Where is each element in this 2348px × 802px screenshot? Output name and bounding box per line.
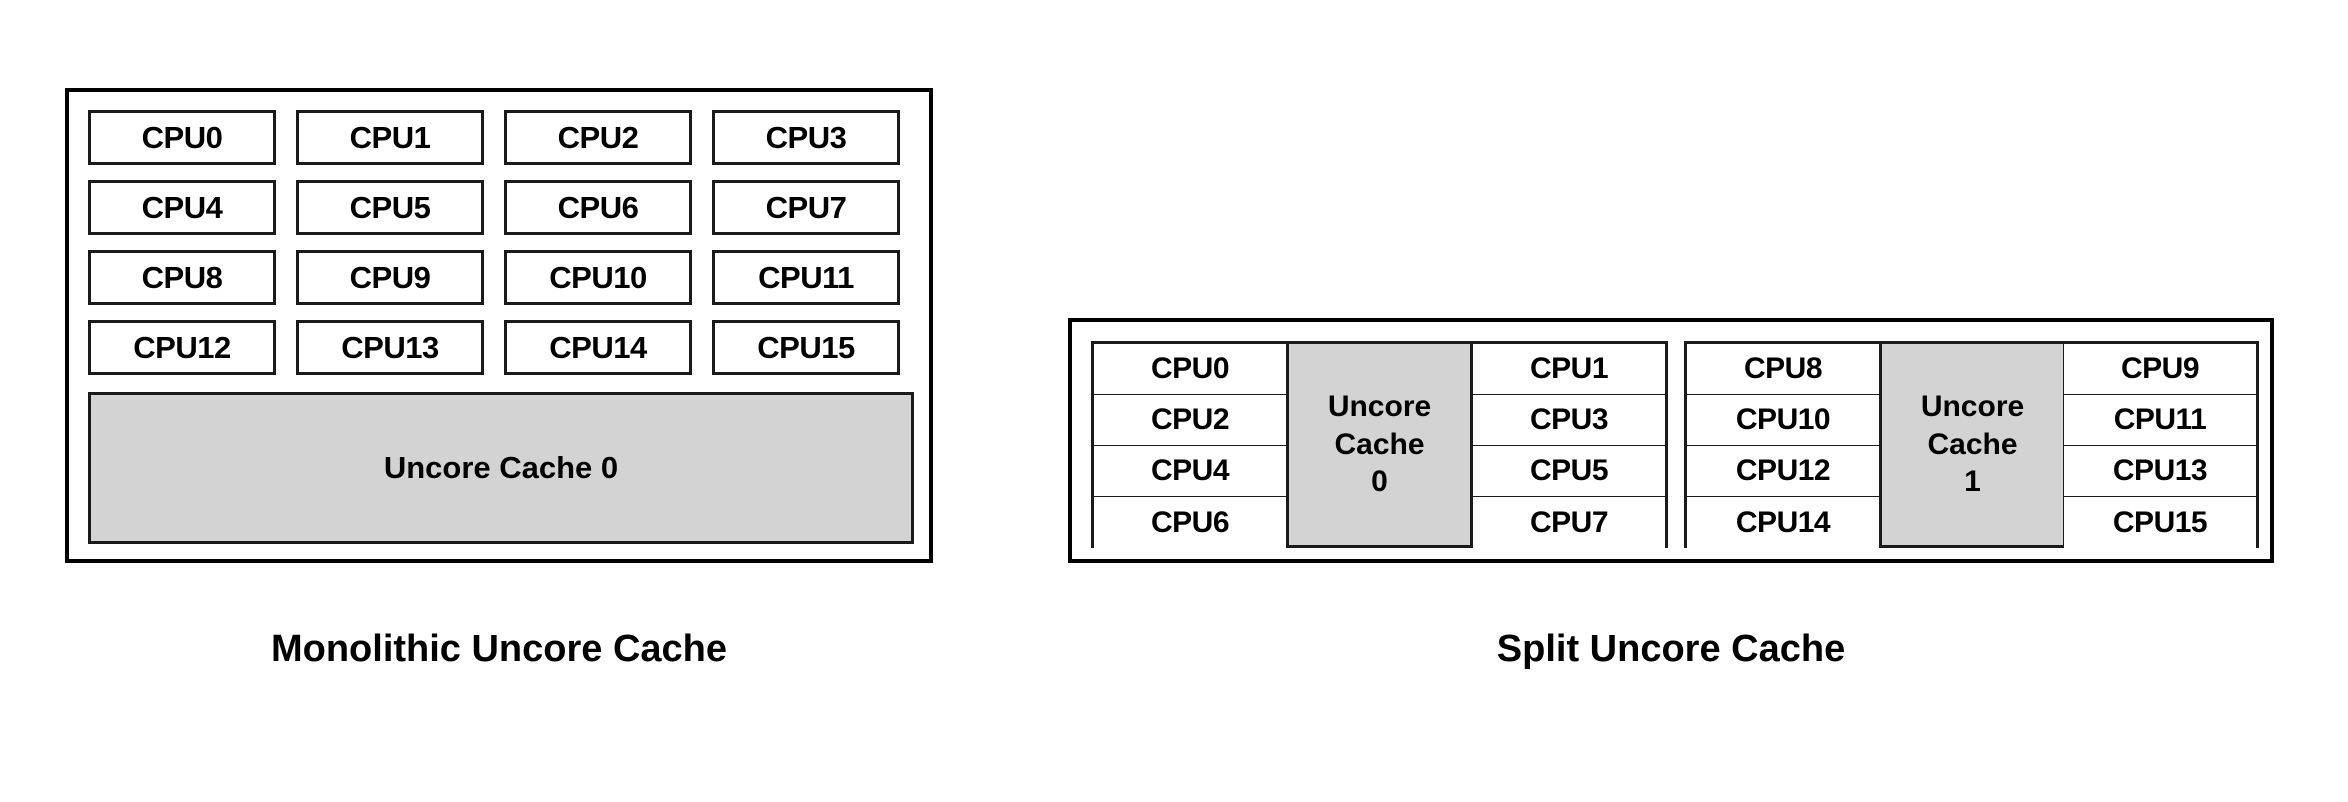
cpu-box[interactable]: CPU12 <box>88 320 276 375</box>
monolithic-socket-panel: CPU0 CPU1 CPU2 CPU3 CPU4 CPU5 CPU6 CPU7 … <box>65 88 933 563</box>
cpu-box[interactable]: CPU11 <box>2064 395 2256 447</box>
cpu-box[interactable]: CPU4 <box>88 180 276 235</box>
uncore-cache-label-line2: Cache <box>1334 427 1425 461</box>
cpu-box[interactable]: CPU8 <box>88 250 276 305</box>
uncore-cache-block[interactable]: Uncore Cache 0 <box>1286 344 1473 545</box>
cpu-box[interactable]: CPU0 <box>1094 344 1286 396</box>
cpu-box[interactable]: CPU8 <box>1687 344 1879 396</box>
cpu-box[interactable]: CPU13 <box>296 320 484 375</box>
cpu-box[interactable]: CPU10 <box>1687 395 1879 447</box>
uncore-cache-label-line3: 1 <box>1964 465 1981 499</box>
cpu-box[interactable]: CPU3 <box>1473 395 1665 447</box>
monolithic-caption: Monolithic Uncore Cache <box>270 628 728 670</box>
cpu-box[interactable]: CPU6 <box>504 180 692 235</box>
uncore-cache-label-line3: 0 <box>1371 465 1388 499</box>
cpu-box[interactable]: CPU15 <box>2064 497 2256 549</box>
split-caption: Split Uncore Cache <box>1496 628 1846 670</box>
cpu-box[interactable]: CPU5 <box>296 180 484 235</box>
cpu-box[interactable]: CPU14 <box>504 320 692 375</box>
cpu-box[interactable]: CPU10 <box>504 250 692 305</box>
cpu-box[interactable]: CPU2 <box>504 110 692 165</box>
cpu-box[interactable]: CPU15 <box>712 320 900 375</box>
cpu-box[interactable]: CPU1 <box>296 110 484 165</box>
split-cache-group: CPU8 CPU10 CPU12 CPU14 Uncore Cache 1 CP… <box>1684 341 2259 549</box>
uncore-cache-label-line2: Cache <box>1927 427 2018 461</box>
cpu-box[interactable]: CPU3 <box>712 110 900 165</box>
cpu-box[interactable]: CPU2 <box>1094 395 1286 447</box>
cpu-box[interactable]: CPU9 <box>2064 344 2256 396</box>
cpu-box[interactable]: CPU14 <box>1687 497 1879 549</box>
cpu-box[interactable]: CPU13 <box>2064 446 2256 498</box>
split-cache-group: CPU0 CPU2 CPU4 CPU6 Uncore Cache 0 CPU1 … <box>1091 341 1668 549</box>
cpu-box[interactable]: CPU11 <box>712 250 900 305</box>
cpu-box[interactable]: CPU5 <box>1473 446 1665 498</box>
split-socket-panel: CPU0 CPU2 CPU4 CPU6 Uncore Cache 0 CPU1 … <box>1068 318 2274 563</box>
cpu-box[interactable]: CPU7 <box>1473 497 1665 549</box>
cpu-box[interactable]: CPU6 <box>1094 497 1286 549</box>
cpu-box[interactable]: CPU9 <box>296 250 484 305</box>
cpu-box[interactable]: CPU7 <box>712 180 900 235</box>
cpu-box[interactable]: CPU12 <box>1687 446 1879 498</box>
cpu-box[interactable]: CPU1 <box>1473 344 1665 396</box>
uncore-cache-label-line1: Uncore <box>1327 390 1432 424</box>
uncore-cache-block[interactable]: Uncore Cache 1 <box>1879 344 2066 545</box>
cpu-box[interactable]: CPU0 <box>88 110 276 165</box>
uncore-cache-block[interactable]: Uncore Cache 0 <box>88 392 914 544</box>
cpu-box[interactable]: CPU4 <box>1094 446 1286 498</box>
uncore-cache-label-line1: Uncore <box>1920 390 2025 424</box>
